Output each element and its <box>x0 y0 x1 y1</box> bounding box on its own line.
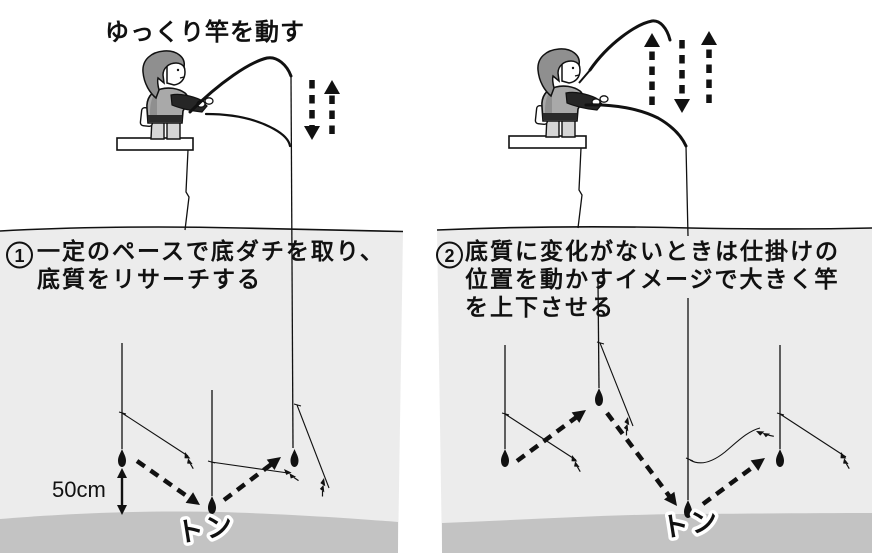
top-label: ゆっくり竿を動す <box>105 18 305 46</box>
caption-right-line2: 位置を動かすイメージで大きく竿 <box>465 266 840 292</box>
pier-right <box>508 135 587 229</box>
angler-figure-left <box>139 50 214 140</box>
caption-left-line2: 底質をリサーチする <box>37 266 262 292</box>
water-right <box>437 226 872 553</box>
pier-left <box>116 137 194 231</box>
water-surface-line-left <box>0 226 404 233</box>
dashed-arrow-up-icon <box>644 33 660 105</box>
rig-ghost-lines-left <box>118 343 330 496</box>
seafloor-right <box>442 513 872 553</box>
dashed-arrow-upright-icon <box>701 458 765 506</box>
depth-arrow-icon <box>117 468 127 515</box>
dashed-arrow-upright-icon <box>222 457 281 502</box>
water-surface-line-right <box>436 226 872 231</box>
caption-right-line1: 底質に変化がないときは仕掛けの <box>465 238 840 264</box>
caption-right-line3: を上下させる <box>465 294 615 320</box>
depth-label: 50cm <box>52 477 106 502</box>
panel-left: 50cm 1 一定のペースで底ダチを取り、 底質をリサーチする ゆっくり竿を動す… <box>0 18 404 553</box>
caption-number-left: 1 <box>14 246 24 266</box>
rod-lowered-ghost-left <box>204 112 292 148</box>
rod-raised-ghost-right <box>578 19 672 84</box>
dashed-arrow-downright-icon <box>135 459 200 505</box>
dashed-arrow-up-icon <box>701 31 717 103</box>
caption-number-right: 2 <box>444 246 454 266</box>
rod-lowered-right <box>584 103 688 148</box>
dashed-arrow-upright-icon <box>515 410 586 463</box>
dashed-arrow-downright-icon <box>605 411 677 506</box>
fishing-line-right <box>685 145 689 500</box>
caption-left-line1: 一定のペースで底ダチを取り、 <box>37 238 385 264</box>
water-left <box>0 227 403 553</box>
dashed-arrow-down-icon <box>674 40 690 113</box>
fishing-line-left <box>290 75 294 449</box>
dashed-arrow-down-icon <box>304 80 320 140</box>
rig-ghost-lines-right <box>501 281 847 464</box>
panel-right: 2 底質に変化がないときは仕掛けの 位置を動かすイメージで大きく竿 を上下させる… <box>436 19 872 553</box>
rod-raised-left <box>188 56 293 114</box>
dashed-arrow-up-icon <box>324 80 340 134</box>
seafloor-left <box>0 511 398 553</box>
